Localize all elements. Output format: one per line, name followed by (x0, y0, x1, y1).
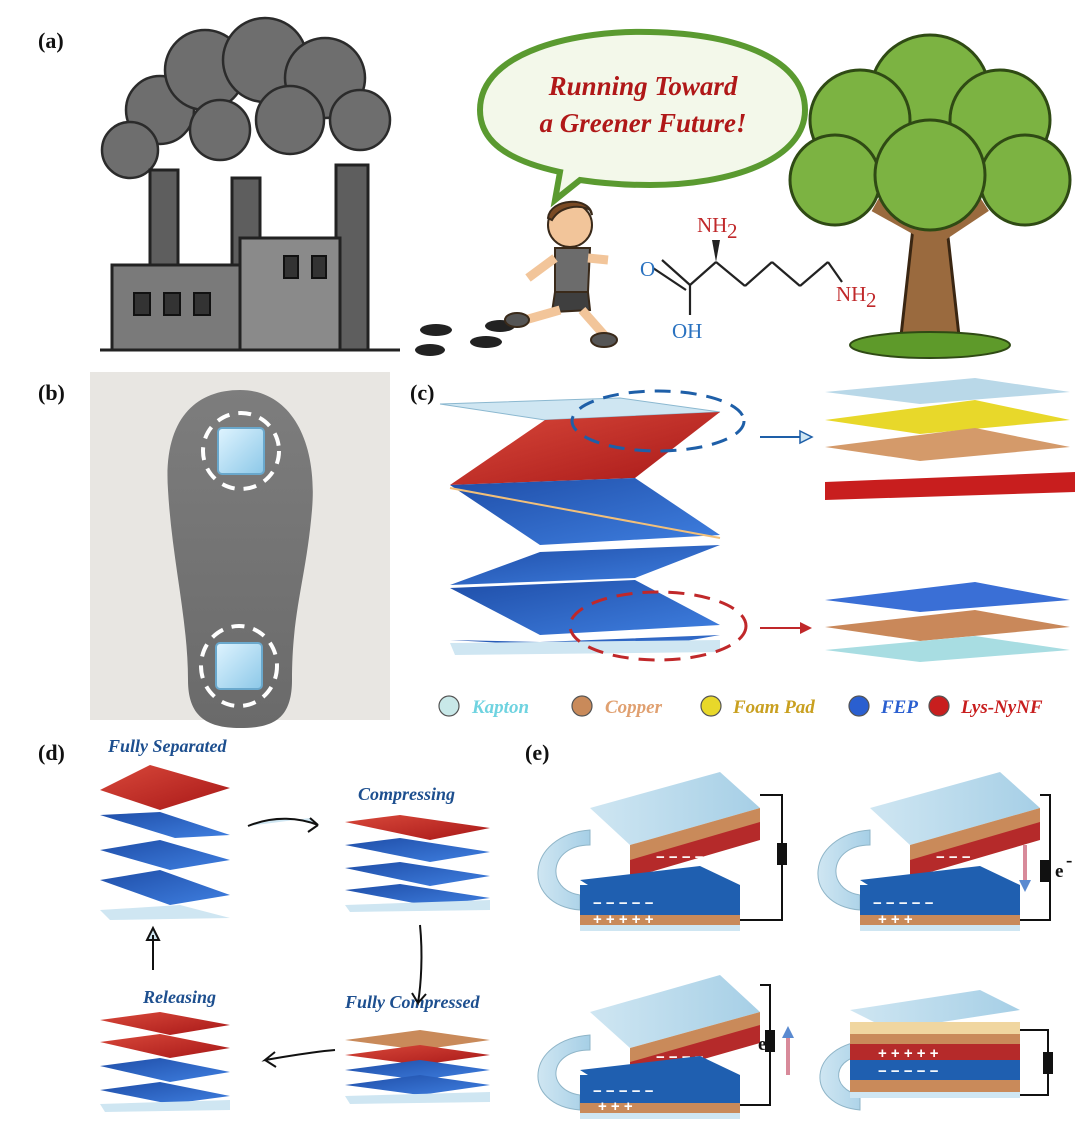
bubble-line-1: Running Toward (548, 71, 738, 101)
speech-bubble: Running Toward a Greener Future! (476, 28, 809, 208)
panel-label-e: (e) (525, 740, 549, 765)
cycle-arrows (145, 817, 427, 1068)
sensor-pad-top (217, 427, 265, 475)
charge-text-e4-neg: − − − − − (878, 1063, 939, 1080)
charge-text-e2-top-neg: − − − (936, 849, 971, 866)
charge-text-e4-pos: + + + + + (878, 1045, 939, 1062)
charge-text-e3-bottom-pos: + + + (598, 1098, 633, 1115)
state-releasing: Releasing (142, 987, 216, 1007)
panel-label-b: (b) (38, 380, 65, 405)
stack-compressing (345, 815, 490, 912)
folded-teng-stack (439, 389, 814, 662)
teng-state-4: + + + + + − − − − − (819, 990, 1053, 1111)
teng-state-2: − − − + + + + + − − − − − + + + e - (817, 772, 1072, 931)
legend-item-lys-nynf: Lys-NyNF (928, 695, 1043, 718)
svg-text:Kapton: Kapton (471, 697, 529, 718)
svg-text:-: - (769, 1023, 775, 1044)
legend-item-fep: FEP (848, 695, 918, 718)
panel-label-a: (a) (38, 28, 64, 53)
tree-illustration (788, 33, 1072, 359)
charge-text-e1-bottom-neg: − − − − − (593, 895, 654, 912)
material-legend: Kapton Copper Foam Pad FEP Lys-NyNF (438, 695, 1043, 718)
amine-right-label: NH (836, 282, 866, 306)
electron-label-e3: e - (758, 1023, 775, 1055)
factory-illustration (100, 16, 400, 352)
svg-text:e: e (1055, 861, 1063, 882)
amine-top-label: NH (697, 213, 727, 237)
insole-photo (90, 372, 390, 728)
panel-label-c: (c) (410, 380, 434, 405)
exploded-layers-top (825, 378, 1075, 500)
charge-text-e3-bottom-neg: − − − − − (593, 1083, 654, 1100)
state-compressing: Compressing (358, 784, 455, 804)
exploded-layers-bottom (825, 582, 1070, 662)
svg-text:FEP: FEP (880, 697, 918, 718)
electron-label-e2: e - (1055, 850, 1072, 882)
legend-item-kapton: Kapton (438, 695, 529, 718)
charge-text-e1-top-neg: − − − − (656, 849, 704, 866)
teng-state-3: − − − − + + + + + − − − − − + + + e - (537, 975, 794, 1119)
svg-text:e: e (758, 1034, 766, 1055)
footprints (415, 320, 515, 356)
charge-text-e1-bottom-pos: + + + + + (593, 911, 654, 928)
amine-top-sub: 2 (727, 219, 738, 243)
stack-fully-separated (100, 765, 230, 920)
stack-releasing (100, 1012, 230, 1112)
state-fully-separated: Fully Separated (107, 736, 228, 756)
charge-text-e2-bottom-pos: + + + (878, 911, 913, 928)
sensor-pad-bottom (215, 642, 263, 690)
legend-item-foam-pad: Foam Pad (700, 695, 815, 718)
svg-text:Lys-NyNF: Lys-NyNF (960, 697, 1043, 718)
bubble-line-2: a Greener Future! (539, 108, 746, 138)
svg-text:Foam Pad: Foam Pad (732, 697, 815, 718)
carbonyl-oxygen-label: O (640, 257, 655, 281)
svg-text:-: - (1066, 850, 1072, 871)
runner-illustration (504, 200, 618, 348)
lysine-molecule: NH 2 NH 2 O OH (640, 213, 877, 343)
legend-item-copper: Copper (571, 695, 663, 718)
panel-label-d: (d) (38, 740, 65, 765)
charge-text-e2-bottom-neg: − − − − − (873, 895, 934, 912)
amine-right-sub: 2 (866, 288, 877, 312)
smoke-cloud (100, 16, 392, 180)
hydroxyl-label: OH (672, 319, 702, 343)
state-fully-compressed: Fully Compressed (344, 992, 481, 1012)
stack-fully-compressed (345, 1030, 490, 1104)
teng-state-1: − − − − + + + + + − − − − − + + + + + (537, 772, 787, 931)
svg-text:Copper: Copper (605, 697, 663, 718)
